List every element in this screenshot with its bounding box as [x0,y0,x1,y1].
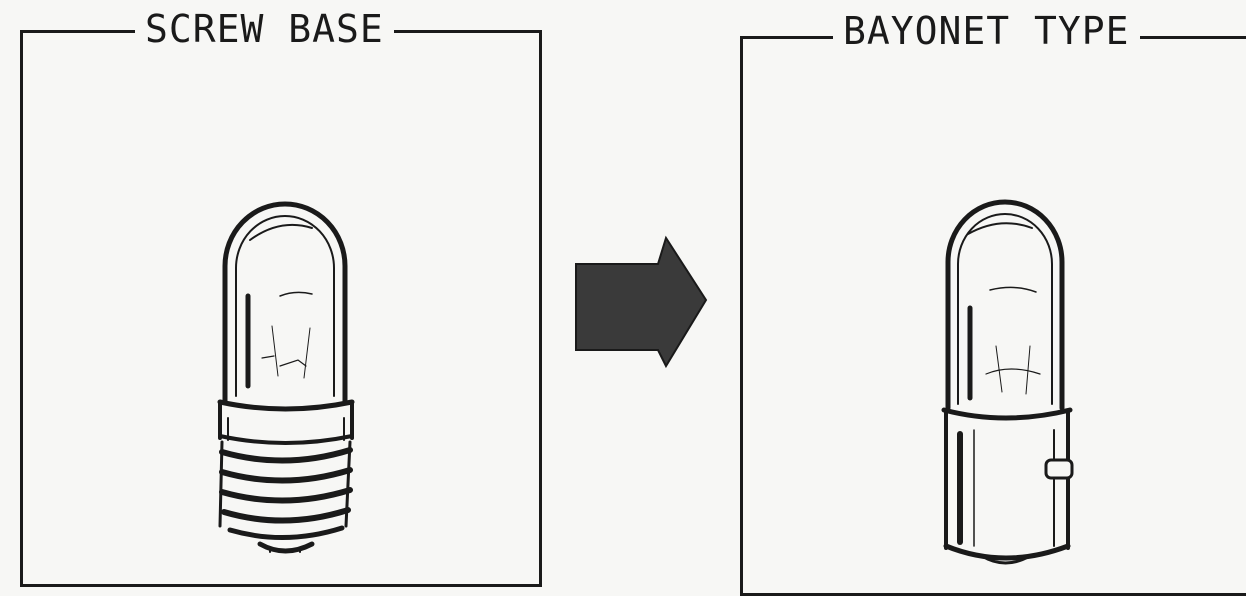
screw-base-bulb-icon [217,201,355,554]
bayonet-type-panel: BAYONET TYPE [740,9,1246,596]
bayonet-bulb-icon [941,199,1074,565]
bayonet-type-title: BAYONET TYPE [833,9,1140,53]
screw-base-title: SCREW BASE [135,7,394,51]
screw-base-panel: SCREW BASE [20,7,542,587]
right-arrow-icon [575,235,708,369]
